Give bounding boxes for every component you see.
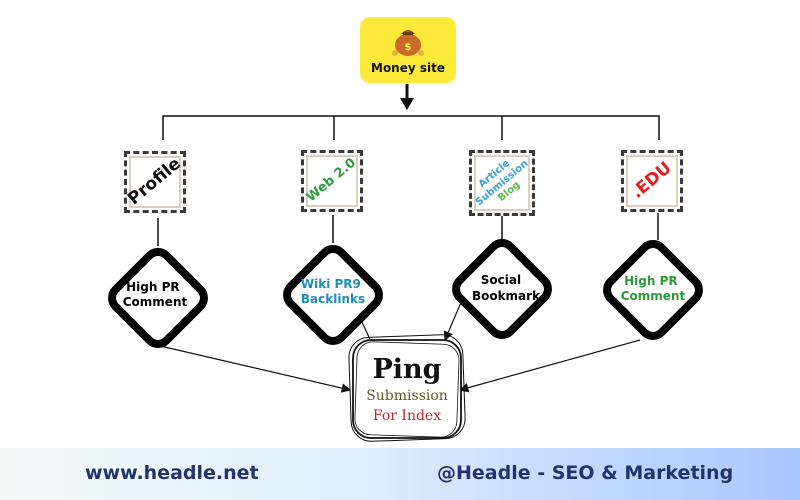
footer-bar: www.headle.net @Headle - SEO & Marketing bbox=[0, 448, 800, 500]
profile-stamp: Profile bbox=[124, 151, 186, 213]
money-site-label: Money site bbox=[371, 61, 445, 75]
diamond-4-line-1: High PR bbox=[624, 274, 678, 288]
profile-label: Profile bbox=[124, 153, 185, 210]
connector-layer: High PR Comment Wiki PR9 Backlinks Socia… bbox=[108, 84, 703, 442]
svg-text:Social Bookmark: Social Bookmark bbox=[472, 273, 541, 303]
web20-stamp: Web 2.0 bbox=[301, 150, 363, 212]
web20-label: Web 2.0 bbox=[303, 155, 360, 206]
seo-link-diagram: High PR Comment Wiki PR9 Backlinks Socia… bbox=[108, 17, 703, 442]
article-submission-text: Article Submission Blog bbox=[466, 149, 538, 217]
footer-website: www.headle.net bbox=[85, 462, 259, 484]
ping-title: Ping bbox=[372, 354, 441, 385]
arrow-social-to-ping bbox=[443, 299, 463, 342]
ping-line-2: For Index bbox=[373, 408, 441, 424]
edu-label: .EDU bbox=[627, 157, 676, 203]
distribution-line bbox=[162, 115, 660, 140]
ping-target: Ping Submission For Index bbox=[348, 334, 466, 442]
diamond-3-line-1: Social bbox=[481, 273, 521, 287]
svg-text:$: $ bbox=[405, 42, 412, 53]
diamond-4-line-2: Comment bbox=[621, 289, 686, 303]
ping-line-1: Submission bbox=[366, 388, 448, 404]
svg-text:Wiki PR9 Backlinks: Wiki PR9 Backlinks bbox=[301, 277, 365, 306]
high-pr-comment-diamond: High PR Comment bbox=[108, 248, 208, 348]
edu-stamp: .EDU bbox=[621, 150, 683, 212]
svg-text:High PR Comment: High PR Comment bbox=[123, 280, 188, 309]
diamond-1-line-1: High PR bbox=[126, 280, 180, 294]
edu-high-pr-comment-diamond: High PR Comment bbox=[603, 240, 703, 340]
footer-brand: @Headle - SEO & Marketing bbox=[437, 462, 734, 484]
diamond-1-line-2: Comment bbox=[123, 295, 188, 309]
money-bag-icon: $ bbox=[392, 30, 424, 56]
article-submission-stamp: Article Submission Blog bbox=[469, 150, 535, 216]
diamond-2-line-1: Wiki PR9 bbox=[301, 277, 361, 291]
diamond-2-line-2: Backlinks bbox=[301, 292, 365, 306]
money-site-box: $ Money site bbox=[360, 17, 456, 83]
wiki-pr9-diamond: Wiki PR9 Backlinks bbox=[283, 245, 383, 345]
arrow-edu-comment-to-ping bbox=[458, 339, 641, 393]
root-down-arrowhead bbox=[400, 98, 414, 110]
arrow-high-pr-to-ping bbox=[155, 344, 352, 393]
diamond-3-line-2: Bookmark bbox=[472, 289, 541, 303]
svg-text:High PR Comment: High PR Comment bbox=[621, 274, 686, 303]
social-bookmark-diamond: Social Bookmark bbox=[452, 239, 552, 339]
